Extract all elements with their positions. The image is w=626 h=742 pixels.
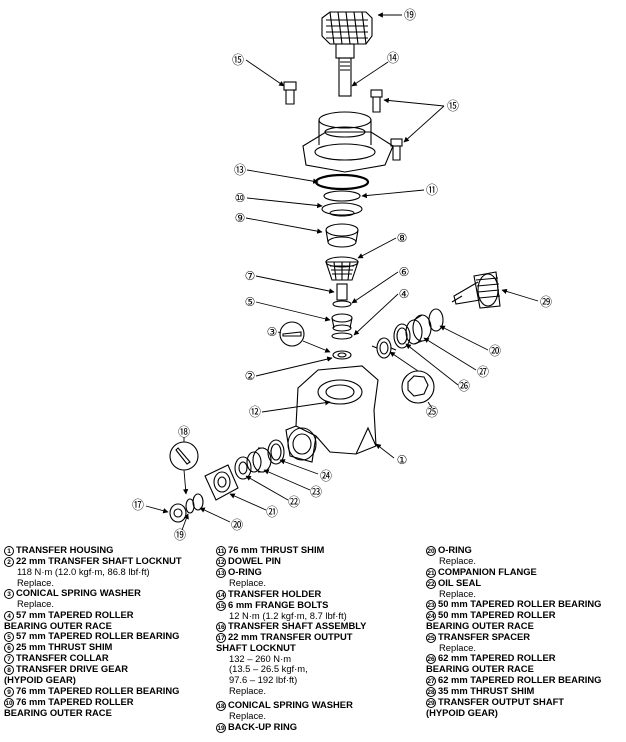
transfer-collar xyxy=(336,283,348,301)
tapered-roller-bearing-62 xyxy=(405,314,432,345)
callout-15-right: ⑮ xyxy=(447,99,459,113)
callout-3: ③ xyxy=(267,325,278,339)
companion-flange xyxy=(204,464,239,501)
back-up-ring xyxy=(185,498,195,514)
callout-15-left: ⑮ xyxy=(232,53,244,67)
o-ring xyxy=(314,173,370,191)
callout-18: ⑱ xyxy=(178,425,190,439)
callout-19-top: ⑲ xyxy=(404,8,416,22)
callout-4: ④ xyxy=(399,287,410,301)
callout-17: ⑰ xyxy=(132,498,144,512)
callout-22: ㉒ xyxy=(288,495,300,509)
callout-20-right: ⑳ xyxy=(489,344,501,358)
tapered-roller-bearing-57 xyxy=(331,313,353,332)
callout-6: ⑥ xyxy=(399,265,410,279)
o-ring-20 xyxy=(192,493,204,511)
bearing-outer-race-57 xyxy=(331,332,353,340)
tapered-roller-bearing-76 xyxy=(325,223,359,248)
transfer-output-shaft xyxy=(451,271,501,309)
callout-25: ㉕ xyxy=(426,405,438,419)
callout-8: ⑧ xyxy=(397,231,408,245)
tapered-roller-bearing-50 xyxy=(246,447,272,473)
callout-5: ⑤ xyxy=(245,295,256,309)
callout-1: ① xyxy=(397,453,408,467)
bearing-outer-race-62 xyxy=(393,323,411,349)
callout-23: ㉓ xyxy=(310,485,322,499)
conical-washer-detail-18 xyxy=(169,441,199,471)
flange-bolt-left xyxy=(283,81,297,105)
output-shaft-locknut xyxy=(169,503,187,523)
callout-29: ㉙ xyxy=(540,295,552,309)
transfer-shaft-assembly xyxy=(321,11,373,97)
callout-11: ⑪ xyxy=(426,183,438,197)
transfer-housing xyxy=(285,365,379,463)
callout-14: ⑭ xyxy=(387,51,399,65)
callout-21: ㉑ xyxy=(266,505,278,519)
bearing-outer-race-50 xyxy=(267,439,285,465)
callout-2: ② xyxy=(245,369,256,383)
callout-7: ⑦ xyxy=(245,269,256,283)
thrust-shim-stack xyxy=(321,190,363,217)
shaft-locknut xyxy=(332,350,352,360)
transfer-drive-gear xyxy=(325,256,359,281)
callout-13: ⑬ xyxy=(234,163,246,177)
flange-bolt-right-2 xyxy=(390,138,403,161)
callout-24: ㉔ xyxy=(320,469,332,483)
transfer-holder xyxy=(302,111,394,173)
oil-seal xyxy=(234,456,252,480)
callout-19-bottom: ⑲ xyxy=(174,528,186,542)
callout-26: ㉖ xyxy=(458,379,470,393)
transfer-spacer-detail xyxy=(401,370,435,404)
thrust-shim-25 xyxy=(332,300,352,308)
exploded-view-diagram: ⑲ ⑮ ⑭ ⑮ ⑬ ⑩ ⑪ ⑨ ⑧ ⑦ ⑥ ⑤ ④ ③ ② ⑫ ㉙ ⑳ ㉗ ㉖ … xyxy=(132,8,552,542)
callout-10: ⑩ xyxy=(235,191,246,205)
callout-20-bottom: ⑳ xyxy=(231,518,243,532)
conical-washer-detail xyxy=(279,321,305,347)
callout-27: ㉗ xyxy=(477,365,489,379)
callout-9: ⑨ xyxy=(235,211,246,225)
transfer-spacer xyxy=(371,337,397,359)
flange-bolt-right-1 xyxy=(370,89,383,113)
callout-12: ⑫ xyxy=(249,405,261,419)
